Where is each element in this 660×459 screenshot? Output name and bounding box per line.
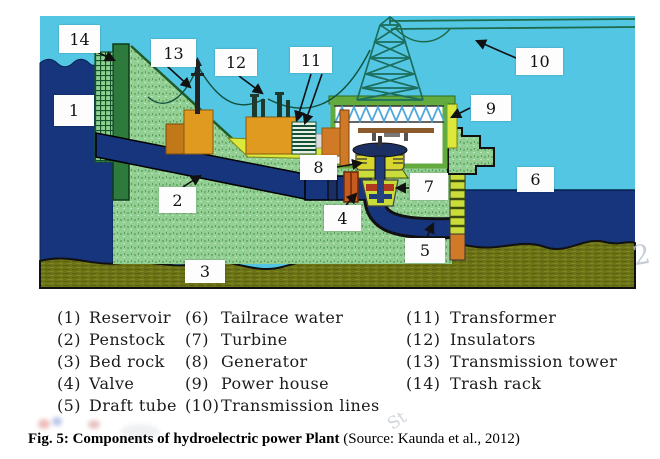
turbine: [361, 179, 399, 207]
diagram-label-1: 1: [54, 95, 94, 126]
diagram-label-8: 8: [300, 155, 337, 180]
legend-item: (6)Tailrace water: [185, 308, 344, 327]
abutment-block: [447, 127, 495, 175]
legend-item: (11)Transformer: [406, 308, 557, 327]
diagram-label-7: 7: [410, 173, 448, 200]
legend-item: (2)Penstock: [57, 330, 165, 349]
diagram-label-3: 3: [185, 260, 225, 283]
legend-column-2: (6)Tailrace water (7)Turbine (8)Generato…: [185, 308, 380, 418]
tower-building: [183, 109, 214, 155]
diagram-label-12: 12: [215, 49, 257, 76]
caption-source: (Source: Kaunda et al., 2012): [339, 431, 520, 447]
diagram-label-5: 5: [405, 238, 445, 263]
diagram-label-14: 14: [59, 25, 100, 53]
diagram-label-6: 6: [517, 167, 554, 192]
diagram-label-13: 13: [151, 39, 196, 67]
transmission-tower: [356, 15, 424, 101]
crane-beam: [358, 128, 434, 133]
legend-item: (5)Draft tube: [57, 396, 177, 415]
legend-item: (10)Transmission lines: [185, 396, 380, 415]
diagram-label-11: 11: [290, 47, 332, 73]
roof-truss: [335, 104, 445, 124]
diagram-label-4: 4: [324, 205, 361, 231]
legend-column-1: (1)Reservoir (2)Penstock (3)Bed rock (4)…: [57, 308, 177, 418]
diagram-label-9: 9: [471, 95, 511, 121]
generator: [351, 136, 409, 181]
legend-item: (9)Power house: [185, 374, 329, 393]
insulators: [250, 92, 290, 117]
legend-item: (7)Turbine: [185, 330, 288, 349]
watermark-smudge: [52, 417, 62, 426]
legend-item: (8)Generator: [185, 352, 308, 371]
diagram-label-10: 10: [516, 48, 563, 75]
legend-item: (1)Reservoir: [57, 308, 171, 327]
mast: [195, 66, 200, 114]
insulator-building: [245, 116, 297, 155]
watermark-smudge: [88, 420, 100, 429]
legend-item: (3)Bed rock: [57, 352, 165, 371]
figure-caption: Fig. 5: Components of hydroelectric powe…: [28, 431, 520, 448]
legend-item: (4)Valve: [57, 374, 135, 393]
switchyard: [165, 57, 341, 157]
caption-title: Fig. 5: Components of hydroelectric powe…: [28, 431, 340, 447]
transmission-lines: [388, 18, 636, 43]
label-arrows: [96, 39, 517, 238]
diagram-label-2: 2: [159, 187, 196, 213]
legend-item: (13)Transmission tower: [406, 352, 618, 371]
dam-wall: [112, 43, 130, 201]
watermark-smudge: [120, 424, 160, 440]
legend-item: (14)Trash rack: [406, 374, 542, 393]
penstock-pipe: [95, 132, 372, 201]
legend-column-3: (11)Transformer (12)Insulators (13)Trans…: [406, 308, 617, 396]
legend-item: (12)Insulators: [406, 330, 536, 349]
watermark-smudge: [38, 419, 50, 429]
